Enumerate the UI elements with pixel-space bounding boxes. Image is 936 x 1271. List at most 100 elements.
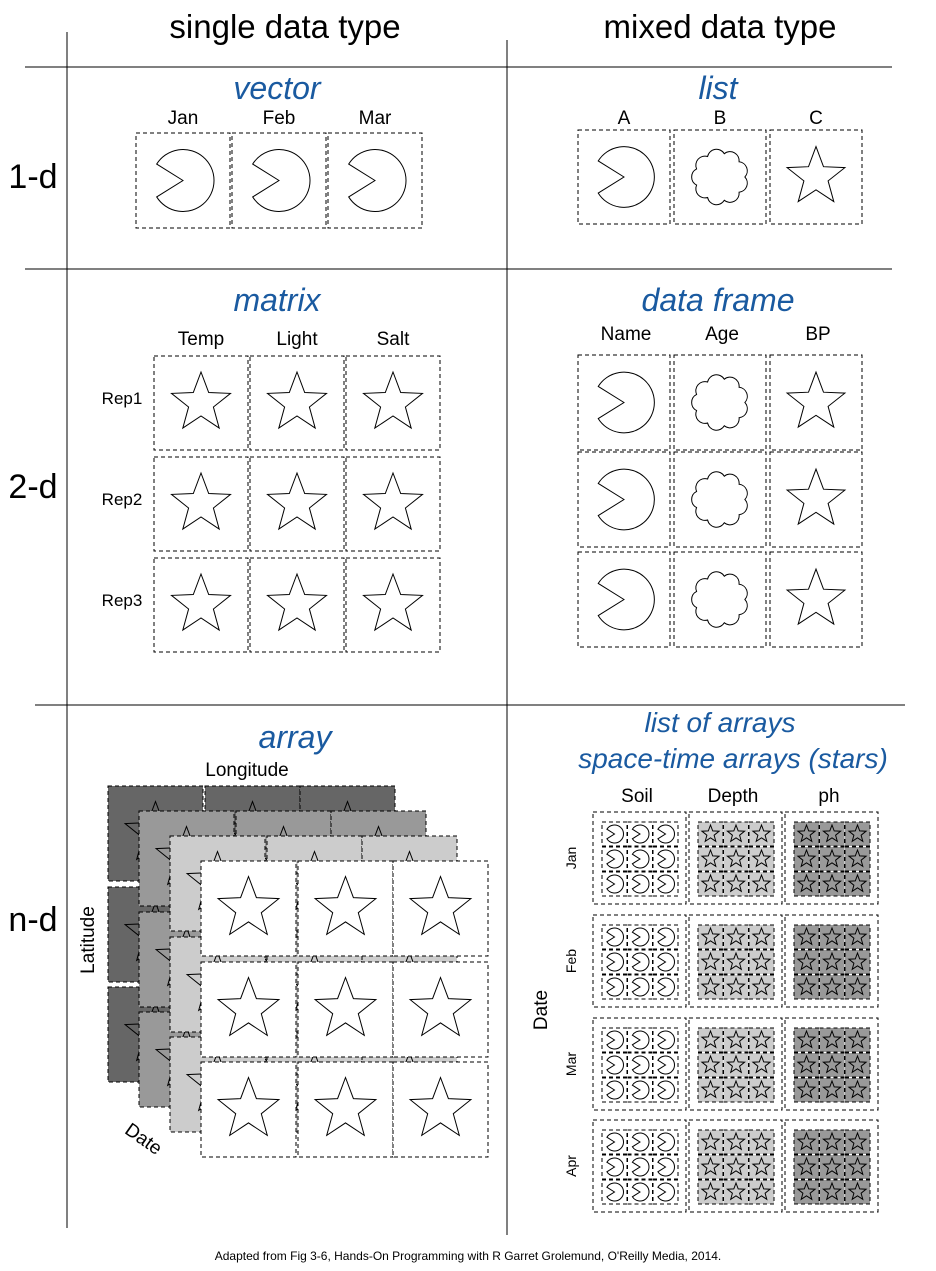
matrix-col-label: Light — [276, 329, 318, 350]
pacman-icon — [597, 568, 655, 631]
star-icon — [796, 926, 817, 946]
star-icon — [266, 572, 328, 632]
pacman-icon — [631, 874, 650, 894]
star-icon — [362, 471, 424, 531]
pacman-icon — [631, 1182, 650, 1202]
pacman-icon — [606, 977, 624, 997]
star-icon — [700, 1054, 721, 1074]
header-single-data-type: single data type — [169, 8, 400, 45]
star-icon — [751, 823, 772, 843]
pacman-icon — [606, 952, 624, 972]
star-icon — [362, 572, 424, 632]
pacman-icon — [606, 849, 624, 869]
star-icon — [847, 976, 868, 996]
list-of-arrays-row-label: Jan — [563, 847, 579, 870]
pacman-icon — [606, 1030, 624, 1050]
star-icon — [313, 875, 378, 936]
star-icon — [847, 1156, 868, 1176]
star-icon — [796, 1131, 817, 1151]
data-frame-title: data frame — [642, 282, 795, 318]
star-icon — [796, 873, 817, 893]
pacman-icon — [156, 148, 215, 213]
star-icon — [796, 848, 817, 868]
star-icon — [726, 1079, 746, 1099]
star-icon — [216, 1076, 281, 1137]
pacman-icon — [631, 1132, 650, 1152]
pacman-icon — [252, 148, 311, 213]
star-icon — [796, 1029, 817, 1049]
pacman-icon — [606, 824, 624, 844]
star-icon — [726, 976, 746, 996]
pacman-icon — [657, 1182, 675, 1202]
list-of-arrays-subtitle: space-time arrays (stars) — [578, 743, 888, 774]
star-icon — [785, 467, 847, 526]
pacman-icon — [657, 1080, 675, 1100]
star-icon — [266, 370, 328, 430]
star-icon — [313, 1076, 378, 1137]
array-latitude-label: Latitude — [78, 906, 99, 974]
star-icon — [751, 848, 772, 868]
list-of-arrays-row-label: Mar — [563, 1052, 579, 1076]
pacman-icon — [606, 1157, 624, 1177]
pacman-icon — [657, 1030, 675, 1050]
star-icon — [751, 1054, 772, 1074]
star-icon — [822, 1029, 842, 1049]
star-icon — [751, 926, 772, 946]
star-icon — [847, 1181, 868, 1201]
cloud-icon — [691, 374, 748, 431]
star-icon — [408, 976, 473, 1037]
pacman-icon — [348, 148, 407, 213]
star-icon — [700, 823, 721, 843]
star-icon — [822, 848, 842, 868]
star-icon — [785, 145, 847, 203]
pacman-icon — [657, 824, 675, 844]
star-icon — [726, 873, 746, 893]
list-label-b: B — [714, 108, 727, 129]
star-icon — [822, 1156, 842, 1176]
vector-label-jan: Jan — [168, 108, 199, 129]
star-icon — [847, 848, 868, 868]
matrix-col-label: Salt — [377, 329, 410, 350]
pacman-icon — [597, 146, 655, 208]
star-icon — [266, 471, 328, 531]
pacman-icon — [657, 874, 675, 894]
star-icon — [700, 926, 721, 946]
star-icon — [847, 951, 868, 971]
star-icon — [796, 1156, 817, 1176]
star-icon — [785, 567, 847, 626]
star-icon — [700, 976, 721, 996]
grid-lines — [25, 32, 905, 1235]
pacman-icon — [657, 1132, 675, 1152]
list-label-a: A — [618, 108, 631, 129]
array-date-label: Date — [121, 1119, 166, 1159]
pacman-icon — [631, 1030, 650, 1050]
star-icon — [700, 1131, 721, 1151]
star-icon — [822, 976, 842, 996]
star-icon — [796, 1181, 817, 1201]
list-of-arrays-date-label: Date — [531, 990, 552, 1030]
star-icon — [751, 1131, 772, 1151]
star-icon — [700, 951, 721, 971]
pacman-icon — [597, 371, 655, 434]
row-label-1d: 1-d — [8, 158, 57, 196]
star-icon — [822, 1054, 842, 1074]
star-icon — [726, 1181, 746, 1201]
matrix-col-label: Temp — [178, 329, 224, 350]
matrix-row-label: Rep2 — [102, 490, 143, 509]
star-icon — [785, 370, 847, 429]
star-icon — [822, 1131, 842, 1151]
star-icon — [847, 1079, 868, 1099]
star-icon — [726, 1029, 746, 1049]
pacman-icon — [606, 1182, 624, 1202]
star-icon — [847, 873, 868, 893]
star-icon — [822, 873, 842, 893]
star-icon — [796, 1054, 817, 1074]
star-icon — [700, 848, 721, 868]
data-frame-col-label: Name — [601, 324, 652, 345]
